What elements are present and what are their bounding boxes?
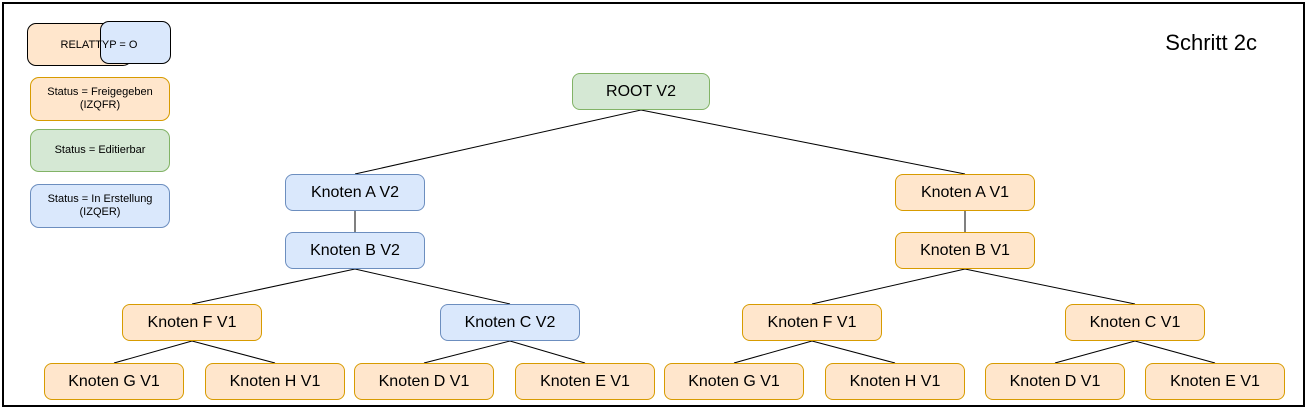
legend-item-label: Status = Editierbar [54, 144, 146, 156]
tree-node-e-v1-right: Knoten E V1 [1145, 363, 1285, 400]
tree-edge [354, 268, 511, 305]
tree-edge [811, 340, 896, 364]
tree-edges [113, 109, 1216, 364]
tree-node-e-v1-left: Knoten E V1 [515, 363, 655, 400]
tree-edge [191, 268, 356, 305]
legend-item-label: Status = In Erstellung [47, 193, 153, 205]
legend-item-orange: Status = Freigegeben(IZQFR) [30, 77, 170, 121]
tree-edge [733, 340, 813, 364]
step-title: Schritt 2c [1165, 30, 1257, 55]
tree-node-c-v2: Knoten C V2 [440, 304, 580, 341]
tree-edge [964, 268, 1136, 305]
tree-edge [113, 340, 193, 364]
tree-node-b-v1: Knoten B V1 [895, 232, 1035, 269]
tree-node-a-v1: Knoten A V1 [895, 174, 1035, 211]
legend-item-label: Status = Freigegeben [47, 86, 153, 98]
legend-relattyp-blue-box [100, 21, 171, 64]
tree-node-h-v1-right: Knoten H V1 [825, 363, 965, 400]
tree-node-f-v1-right: Knoten F V1 [742, 304, 882, 341]
tree-node-f-v1-left: Knoten F V1 [122, 304, 262, 341]
tree-node-b-v2: Knoten B V2 [285, 232, 425, 269]
tree-node-d-v1-left: Knoten D V1 [354, 363, 494, 400]
tree-edge [1054, 340, 1136, 364]
tree-node-h-v1-left: Knoten H V1 [205, 363, 345, 400]
tree-node-g-v1-right: Knoten G V1 [664, 363, 804, 400]
legend-relattyp-label: RELATTYP = O [60, 38, 138, 51]
tree-node-d-v1-right: Knoten D V1 [985, 363, 1125, 400]
tree-node-g-v1-left: Knoten G V1 [44, 363, 184, 400]
diagram-frame: Schritt 2c RELATTYP = O Status = Freigeg… [2, 2, 1305, 407]
tree-edge [354, 109, 642, 175]
tree-edge [811, 268, 966, 305]
tree-edge [640, 109, 966, 175]
tree-edge [191, 340, 276, 364]
tree-edge [1134, 340, 1216, 364]
legend-item-green: Status = Editierbar [30, 129, 170, 172]
tree-edge [509, 340, 586, 364]
legend-item-blue: Status = In Erstellung(IZQER) [30, 184, 170, 228]
tree-edge [423, 340, 511, 364]
legend-item-sublabel: (IZQFR) [79, 99, 121, 111]
tree-node-root: ROOT V2 [572, 73, 710, 110]
legend-relattyp: RELATTYP = O [27, 21, 171, 68]
tree-node-c-v1: Knoten C V1 [1065, 304, 1205, 341]
legend-item-sublabel: (IZQER) [79, 206, 121, 218]
tree-node-a-v2: Knoten A V2 [285, 174, 425, 211]
